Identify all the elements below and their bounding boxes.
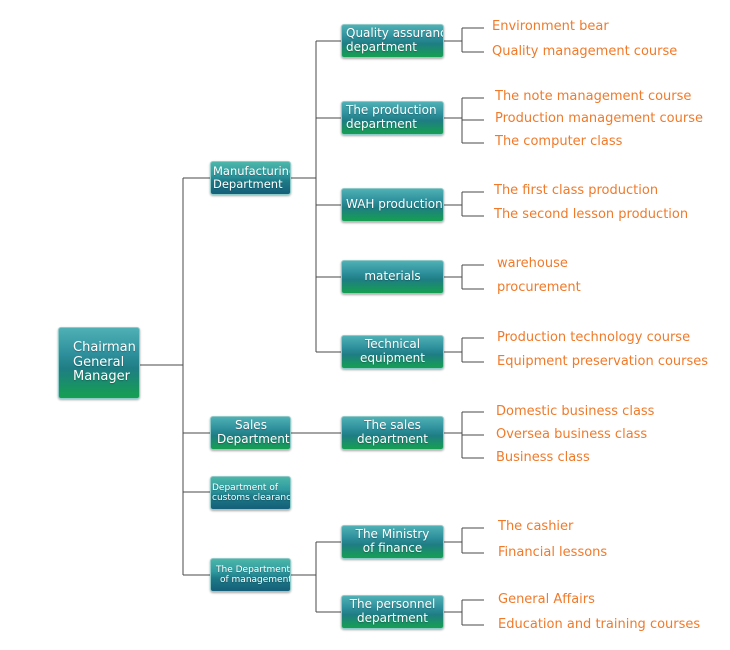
leaf-label: The cashier <box>498 519 574 534</box>
sales-department-sub-node: The sales department <box>341 416 444 450</box>
node-label-line: The production <box>346 103 437 118</box>
node-label-line: Sales <box>235 418 267 433</box>
node-label-line: The Department <box>216 564 291 575</box>
leaf-label: Environment bear <box>492 19 609 34</box>
node-label-line: Department of <box>212 482 278 493</box>
chairman-general-manager-node: Chairman General Manager <box>58 327 140 399</box>
leaf-label: Quality management course <box>492 44 678 59</box>
leaf-label: Equipment preservation courses <box>497 354 709 369</box>
technical-equipment-node: Technical equipment <box>341 335 444 369</box>
leaf-label: The computer class <box>495 134 623 149</box>
personnel-department-node: The personnel department <box>341 595 444 629</box>
node-label-line: department <box>346 40 417 54</box>
node-label-line: materials <box>364 269 421 284</box>
node-label-line: Department <box>217 432 290 446</box>
node-label-line: of management <box>220 575 291 585</box>
node-label-line: Chairman <box>73 339 136 355</box>
wah-production-node: WAH production <box>341 188 444 222</box>
leaf-label: Financial lessons <box>498 545 608 560</box>
leaf-label: Business class <box>496 450 590 465</box>
manufacturing-department-node: Manufacturing Department <box>210 161 291 195</box>
leaf-label: Domestic business class <box>496 404 655 419</box>
node-label-line: customs clearance <box>212 493 291 503</box>
node-label-line: department <box>346 117 417 131</box>
node-label-line: The personnel <box>349 597 436 612</box>
node-label-line: General <box>73 354 125 370</box>
node-label-line: department <box>357 432 428 446</box>
customs-clearance-department-node: Department of customs clearance <box>210 476 291 510</box>
materials-node: materials <box>341 260 444 294</box>
sales-department-node: Sales Department <box>210 416 291 450</box>
node-label-line: The sales <box>364 418 421 433</box>
leaf-label: Production technology course <box>497 330 691 345</box>
leaf-label: The second lesson production <box>494 207 689 222</box>
quality-assurance-department-node: Quality assurance department <box>341 24 444 58</box>
leaf-label: The note management course <box>495 89 692 104</box>
leaf-label: The first class production <box>494 183 659 198</box>
ministry-of-finance-node: The Ministry of finance <box>341 525 444 559</box>
leaf-label: Education and training courses <box>498 617 701 632</box>
node-label-line: The Ministry <box>355 527 430 542</box>
node-label-line: Quality assurance <box>346 26 444 41</box>
node-label-line: department <box>357 611 428 625</box>
node-label-line: equipment <box>360 351 425 365</box>
node-label-line: Department <box>213 177 283 191</box>
production-department-node: The production department <box>341 101 444 135</box>
node-label-line: Manager <box>73 369 130 385</box>
management-department-node: The Department of management <box>210 558 291 592</box>
leaf-label: General Affairs <box>498 592 595 607</box>
node-label-line: WAH production <box>346 197 443 212</box>
leaf-label: Production management course <box>495 111 703 126</box>
leaf-label: Oversea business class <box>496 427 648 442</box>
node-label-line: Manufacturing <box>213 163 291 178</box>
node-label-line: of finance <box>362 541 423 555</box>
leaf-label: procurement <box>497 280 581 295</box>
node-label-line: Technical <box>364 337 421 352</box>
leaf-label: warehouse <box>497 256 568 271</box>
